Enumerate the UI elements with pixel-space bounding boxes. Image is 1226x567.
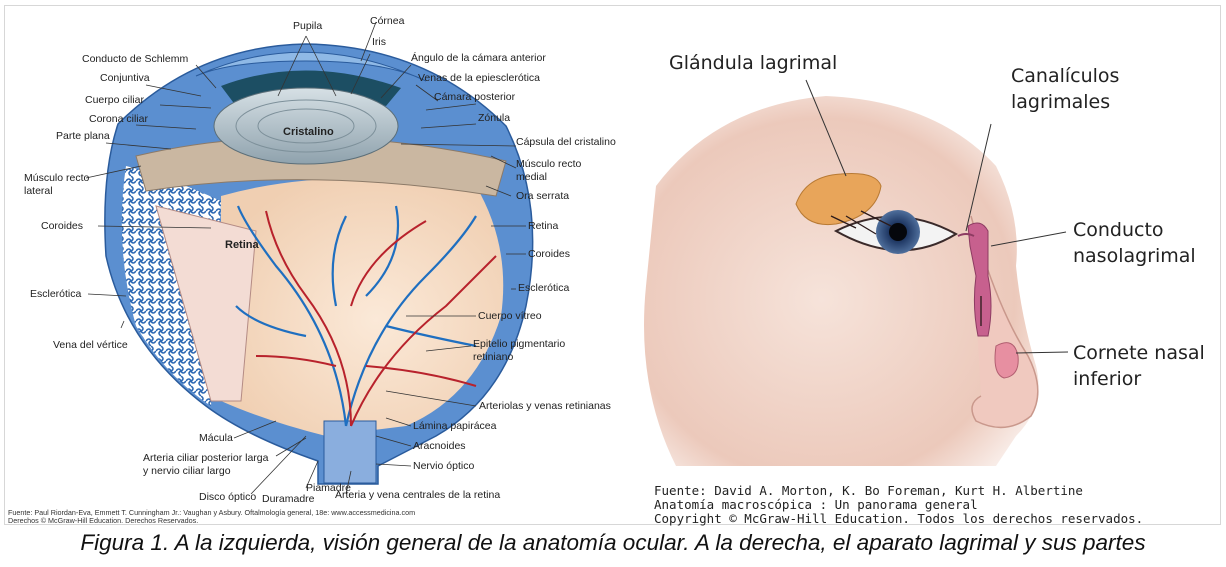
label-ora-serrata: Ora serrata xyxy=(516,190,569,202)
label-canaliculos-1: Canalículos xyxy=(1011,64,1119,88)
label-arteria-ciliar-1: Arteria ciliar posterior larga xyxy=(143,452,268,464)
label-cuerpo-ciliar: Cuerpo ciliar xyxy=(85,94,144,106)
label-cornea: Córnea xyxy=(370,15,404,27)
label-lamina: Lámina papirácea xyxy=(413,420,496,432)
label-zonula: Zónula xyxy=(478,112,510,124)
label-nervio-optico: Nervio óptico xyxy=(413,460,474,472)
eye-leader-lines xyxy=(6,6,624,526)
label-retina-center: Retina xyxy=(225,239,259,251)
label-esclerotica-right: Esclerótica xyxy=(518,282,569,294)
label-retina-right: Retina xyxy=(528,220,558,232)
label-cornete-2: inferior xyxy=(1073,367,1141,391)
lacrimal-source-line3: Copyright © McGraw-Hill Education. Todos… xyxy=(654,512,1143,526)
label-disco-optico: Disco óptico xyxy=(199,491,256,503)
label-conducto-2: nasolagrimal xyxy=(1073,244,1196,268)
label-camara-posterior: Cámara posterior xyxy=(434,91,515,103)
label-recto-medial-2: medial xyxy=(516,171,547,183)
eye-source-line2: Derechos © McGraw-Hill Education. Derech… xyxy=(8,516,198,525)
label-cristalino: Cristalino xyxy=(283,126,334,138)
label-cuerpo-vitreo: Cuerpo vítreo xyxy=(478,310,542,322)
label-iris: Iris xyxy=(372,36,386,48)
label-venas-episcleroticas: Venas de la epiesclerótica xyxy=(418,72,540,84)
label-pupila: Pupila xyxy=(293,20,322,32)
label-corona-ciliar: Corona ciliar xyxy=(89,113,148,125)
label-vena-vertice: Vena del vértice xyxy=(53,339,128,351)
label-schlemm: Conducto de Schlemm xyxy=(82,53,188,65)
label-angulo: Ángulo de la cámara anterior xyxy=(411,52,546,64)
label-aracnoides: Aracnoides xyxy=(413,440,466,452)
label-coroides-right: Coroides xyxy=(528,248,570,260)
label-arteria-central: Arteria y vena centrales de la retina xyxy=(335,489,500,501)
label-recto-lateral-1: Músculo recto xyxy=(24,172,89,184)
label-glandula: Glándula lagrimal xyxy=(669,51,837,75)
label-epitelio-2: retiniano xyxy=(473,351,513,363)
lacrimal-panel: Glándula lagrimal Canalículos lagrimales… xyxy=(636,6,1224,526)
label-conjuntiva: Conjuntiva xyxy=(100,72,150,84)
lacrimal-source-line2: Anatomía macroscópica : Un panorama gene… xyxy=(654,498,978,512)
label-capsula: Cápsula del cristalino xyxy=(516,136,616,148)
label-parte-plana: Parte plana xyxy=(56,130,110,142)
label-canaliculos-2: lagrimales xyxy=(1011,90,1110,114)
label-recto-medial-1: Músculo recto xyxy=(516,158,581,170)
label-duramadre: Duramadre xyxy=(262,493,315,505)
label-macula: Mácula xyxy=(199,432,233,444)
label-epitelio-1: Epitelio pigmentario xyxy=(473,338,565,350)
label-coroides-left: Coroides xyxy=(41,220,83,232)
label-esclerotica-left: Esclerótica xyxy=(30,288,81,300)
lacrimal-source-line1: Fuente: David A. Morton, K. Bo Foreman, … xyxy=(654,484,1083,498)
label-conducto-1: Conducto xyxy=(1073,218,1164,242)
eye-anatomy-panel: Pupila Córnea Iris Ángulo de la cámara a… xyxy=(6,6,624,526)
label-recto-lateral-2: lateral xyxy=(24,185,53,197)
figure-caption: Figura 1. A la izquierda, visión general… xyxy=(0,526,1226,560)
label-cornete-1: Cornete nasal xyxy=(1073,341,1205,365)
label-arteria-ciliar-2: y nervio ciliar largo xyxy=(143,465,231,477)
label-arteriolas: Arteriolas y venas retinianas xyxy=(479,400,611,412)
